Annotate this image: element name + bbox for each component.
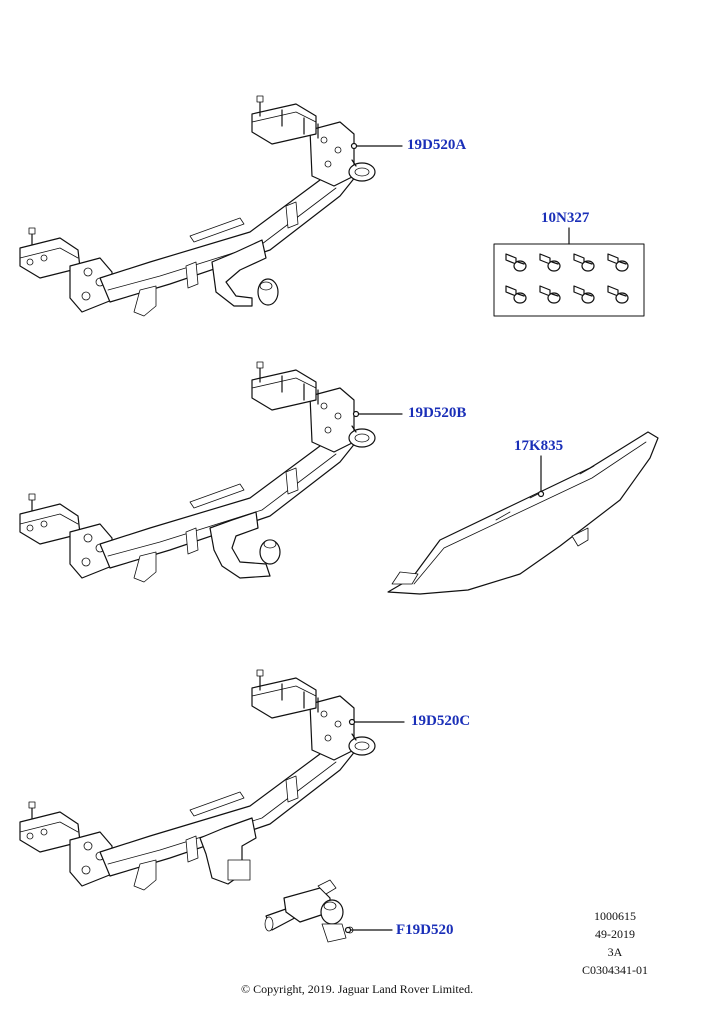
leader-lines	[344, 142, 545, 934]
bolt-kit-box	[493, 227, 645, 317]
bumper-cover-panel	[387, 431, 659, 595]
tow-bar-assembly-c	[19, 669, 376, 891]
copyright-notice: © Copyright, 2019. Jaguar Land Rover Lim…	[241, 982, 474, 996]
callout-19d520c[interactable]: 19D520C	[411, 713, 471, 729]
tow-bar-assembly-a	[19, 95, 376, 317]
callout-19d520b[interactable]: 19D520B	[408, 405, 467, 421]
reference-revision: 3A	[607, 945, 623, 959]
callout-10n327[interactable]: 10N327	[541, 210, 590, 226]
tow-bar-assembly-b	[19, 361, 376, 583]
reference-number: 1000615	[594, 909, 636, 923]
reference-date: 49-2019	[595, 927, 635, 941]
callout-19d520a[interactable]: 19D520A	[407, 137, 467, 153]
callout-f19d520[interactable]: F19D520	[396, 922, 454, 938]
detachable-tow-ball	[264, 879, 354, 943]
callout-17k835[interactable]: 17K835	[514, 438, 564, 454]
reference-illustration-id: C0304341-01	[582, 963, 648, 977]
